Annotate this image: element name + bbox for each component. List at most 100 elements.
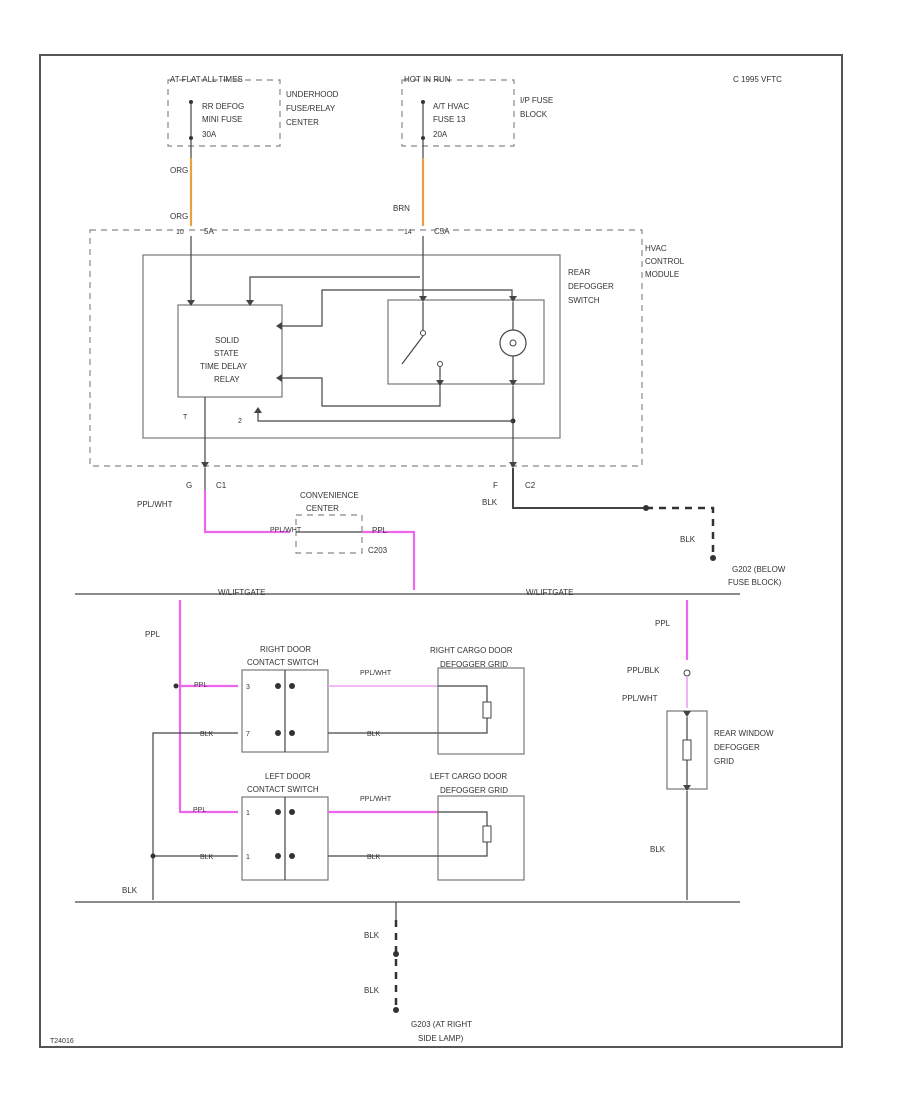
splice-right-label: W/LIFTGATE bbox=[526, 588, 573, 597]
pin-g-label: G bbox=[186, 481, 192, 490]
ppl-wht-left-label: PPL/WHT bbox=[360, 796, 392, 803]
blk-ground-label-1: BLK bbox=[200, 731, 214, 738]
left-cargo-door-defogger-grid bbox=[437, 795, 525, 881]
svg-text:1: 1 bbox=[246, 854, 250, 861]
ppl-vertical-feed bbox=[178, 600, 238, 814]
splice-left-label: W/LIFTGATE bbox=[218, 588, 265, 597]
hvac-module-boundary bbox=[89, 229, 643, 467]
right-fuse-line-3: 20A bbox=[433, 130, 448, 139]
right-switch-label-1: RIGHT DOOR bbox=[260, 645, 311, 654]
c2-label: C2 bbox=[525, 481, 536, 490]
blk-g203-label-2: BLK bbox=[364, 986, 380, 995]
rear-grid-resistor-icon bbox=[682, 739, 692, 761]
copyright-label: C 1995 VFTC bbox=[733, 75, 782, 84]
brn-wire-label: BRN bbox=[393, 204, 410, 213]
pin-2-label: 2 bbox=[238, 418, 242, 425]
svg-text:3: 3 bbox=[246, 684, 250, 691]
blk-label-2: BLK bbox=[680, 535, 696, 544]
switch-name-2: DEFOGGER bbox=[568, 282, 614, 291]
left-fuse-line-3: 30A bbox=[202, 130, 217, 139]
solid-state-relay bbox=[177, 304, 283, 398]
left-fuse-location-1: UNDERHOOD bbox=[286, 90, 339, 99]
ppl-label: PPL bbox=[372, 526, 388, 535]
right-grid-label-1: RIGHT CARGO DOOR bbox=[430, 646, 513, 655]
switch-contact-arm bbox=[401, 335, 424, 365]
left-fuse-location-2: FUSE/RELAY bbox=[286, 104, 336, 113]
blk-wire-c2 bbox=[512, 468, 646, 509]
switch-name-1: REAR bbox=[568, 268, 590, 277]
ppl-rear-label: PPL bbox=[655, 619, 671, 628]
pin-t-label: T bbox=[183, 414, 188, 421]
ppl-right-label: PPL bbox=[194, 682, 207, 689]
convenience-label-2: CENTER bbox=[306, 504, 339, 513]
blk-ground-label-3: BLK bbox=[122, 886, 138, 895]
rear-grid-label-1: REAR WINDOW bbox=[714, 729, 774, 738]
left-fuse-block: AT FLAT ALL TIMES RR DEFOG MINI FUSE 30A… bbox=[167, 75, 339, 147]
right-fuse-line-1: A/T HVAC bbox=[433, 102, 469, 111]
ppl-wht-right-label-1: PPL/WHT bbox=[360, 670, 392, 677]
org-wire-label-2: ORG bbox=[170, 212, 188, 221]
left-switch-label-1: LEFT DOOR bbox=[265, 772, 311, 781]
right-fuse-location-1: I/P FUSE bbox=[520, 96, 553, 105]
switch-name-3: SWITCH bbox=[568, 296, 600, 305]
c1-label: C1 bbox=[216, 481, 227, 490]
defogger-switch-contacts bbox=[387, 299, 545, 385]
c3a-label: C5A bbox=[434, 227, 450, 236]
ppl-wht-wire bbox=[203, 490, 290, 534]
ppl-left-label: PPL bbox=[193, 807, 206, 814]
ppl-wht-label: PPL/WHT bbox=[137, 500, 173, 509]
svg-text:1: 1 bbox=[246, 810, 250, 817]
pin-f-label: F bbox=[493, 481, 498, 490]
blk-rear-label: BLK bbox=[650, 845, 666, 854]
blk-label: BLK bbox=[482, 498, 498, 507]
left-fuse-location-3: CENTER bbox=[286, 118, 319, 127]
right-grid-label-2: DEFOGGER GRID bbox=[440, 660, 508, 669]
c203-label: C203 bbox=[368, 546, 388, 555]
diagram-frame bbox=[39, 54, 843, 1048]
blk-right-grid-label: BLK bbox=[367, 731, 381, 738]
convenience-label-1: CONVENIENCE bbox=[300, 491, 359, 500]
ppl-wht-label-2: PPL/WHT bbox=[270, 527, 302, 534]
module-name-2: CONTROL bbox=[645, 257, 685, 266]
left-switch-label-2: CONTACT SWITCH bbox=[247, 785, 319, 794]
g203-label-2: SIDE LAMP) bbox=[418, 1034, 464, 1043]
right-fuse-block: HOT IN RUN A/T HVAC FUSE 13 20A I/P FUSE… bbox=[401, 75, 553, 147]
blk-ground-label-2: BLK bbox=[200, 854, 214, 861]
relay-label-3: TIME DELAY bbox=[200, 362, 248, 371]
right-fuse-header: HOT IN RUN bbox=[404, 75, 451, 84]
relay-label-2: STATE bbox=[214, 349, 239, 358]
c5a-label: 5A bbox=[204, 227, 214, 236]
rear-grid-label-2: DEFOGGER bbox=[714, 743, 760, 752]
module-name-1: HVAC bbox=[645, 244, 667, 253]
right-grid-resistor-icon bbox=[482, 701, 492, 719]
left-fuse-line-1: RR DEFOG bbox=[202, 102, 244, 111]
blk-g203-label-1: BLK bbox=[364, 931, 380, 940]
relay-label-1: SOLID bbox=[215, 336, 239, 345]
ppl-wht-rear-label: PPL/WHT bbox=[622, 694, 658, 703]
blk-dashed-wire bbox=[646, 506, 715, 558]
left-fuse-line-2: MINI FUSE bbox=[202, 115, 242, 124]
relay-label-4: RELAY bbox=[214, 375, 240, 384]
left-grid-label-2: DEFOGGER GRID bbox=[440, 786, 508, 795]
convenience-center bbox=[295, 514, 363, 554]
ppl-wire-to-splice bbox=[362, 530, 416, 590]
ppl-blk-label: PPL/BLK bbox=[627, 666, 660, 675]
pin-10-label: 10 bbox=[176, 229, 184, 236]
svg-text:7: 7 bbox=[246, 731, 250, 738]
indicator-lamp-icon bbox=[499, 329, 527, 357]
right-switch-label-2: CONTACT SWITCH bbox=[247, 658, 319, 667]
g202-label-1: G202 (BELOW bbox=[732, 565, 786, 574]
right-fuse-location-2: BLOCK bbox=[520, 110, 548, 119]
pin-14-label: 14 bbox=[404, 229, 412, 236]
right-fuse-line-2: FUSE 13 bbox=[433, 115, 466, 124]
right-cargo-door-defogger-grid bbox=[437, 667, 525, 755]
ppl-feed-label: PPL bbox=[145, 630, 161, 639]
g203-label-1: G203 (AT RIGHT bbox=[411, 1020, 472, 1029]
left-grid-label-1: LEFT CARGO DOOR bbox=[430, 772, 507, 781]
diagram-code: T24016 bbox=[50, 1038, 74, 1045]
org-wire-label: ORG bbox=[170, 166, 188, 175]
rear-defogger-switch-housing bbox=[142, 254, 561, 439]
module-name-3: MODULE bbox=[645, 270, 679, 279]
rear-grid-label-3: GRID bbox=[714, 757, 734, 766]
